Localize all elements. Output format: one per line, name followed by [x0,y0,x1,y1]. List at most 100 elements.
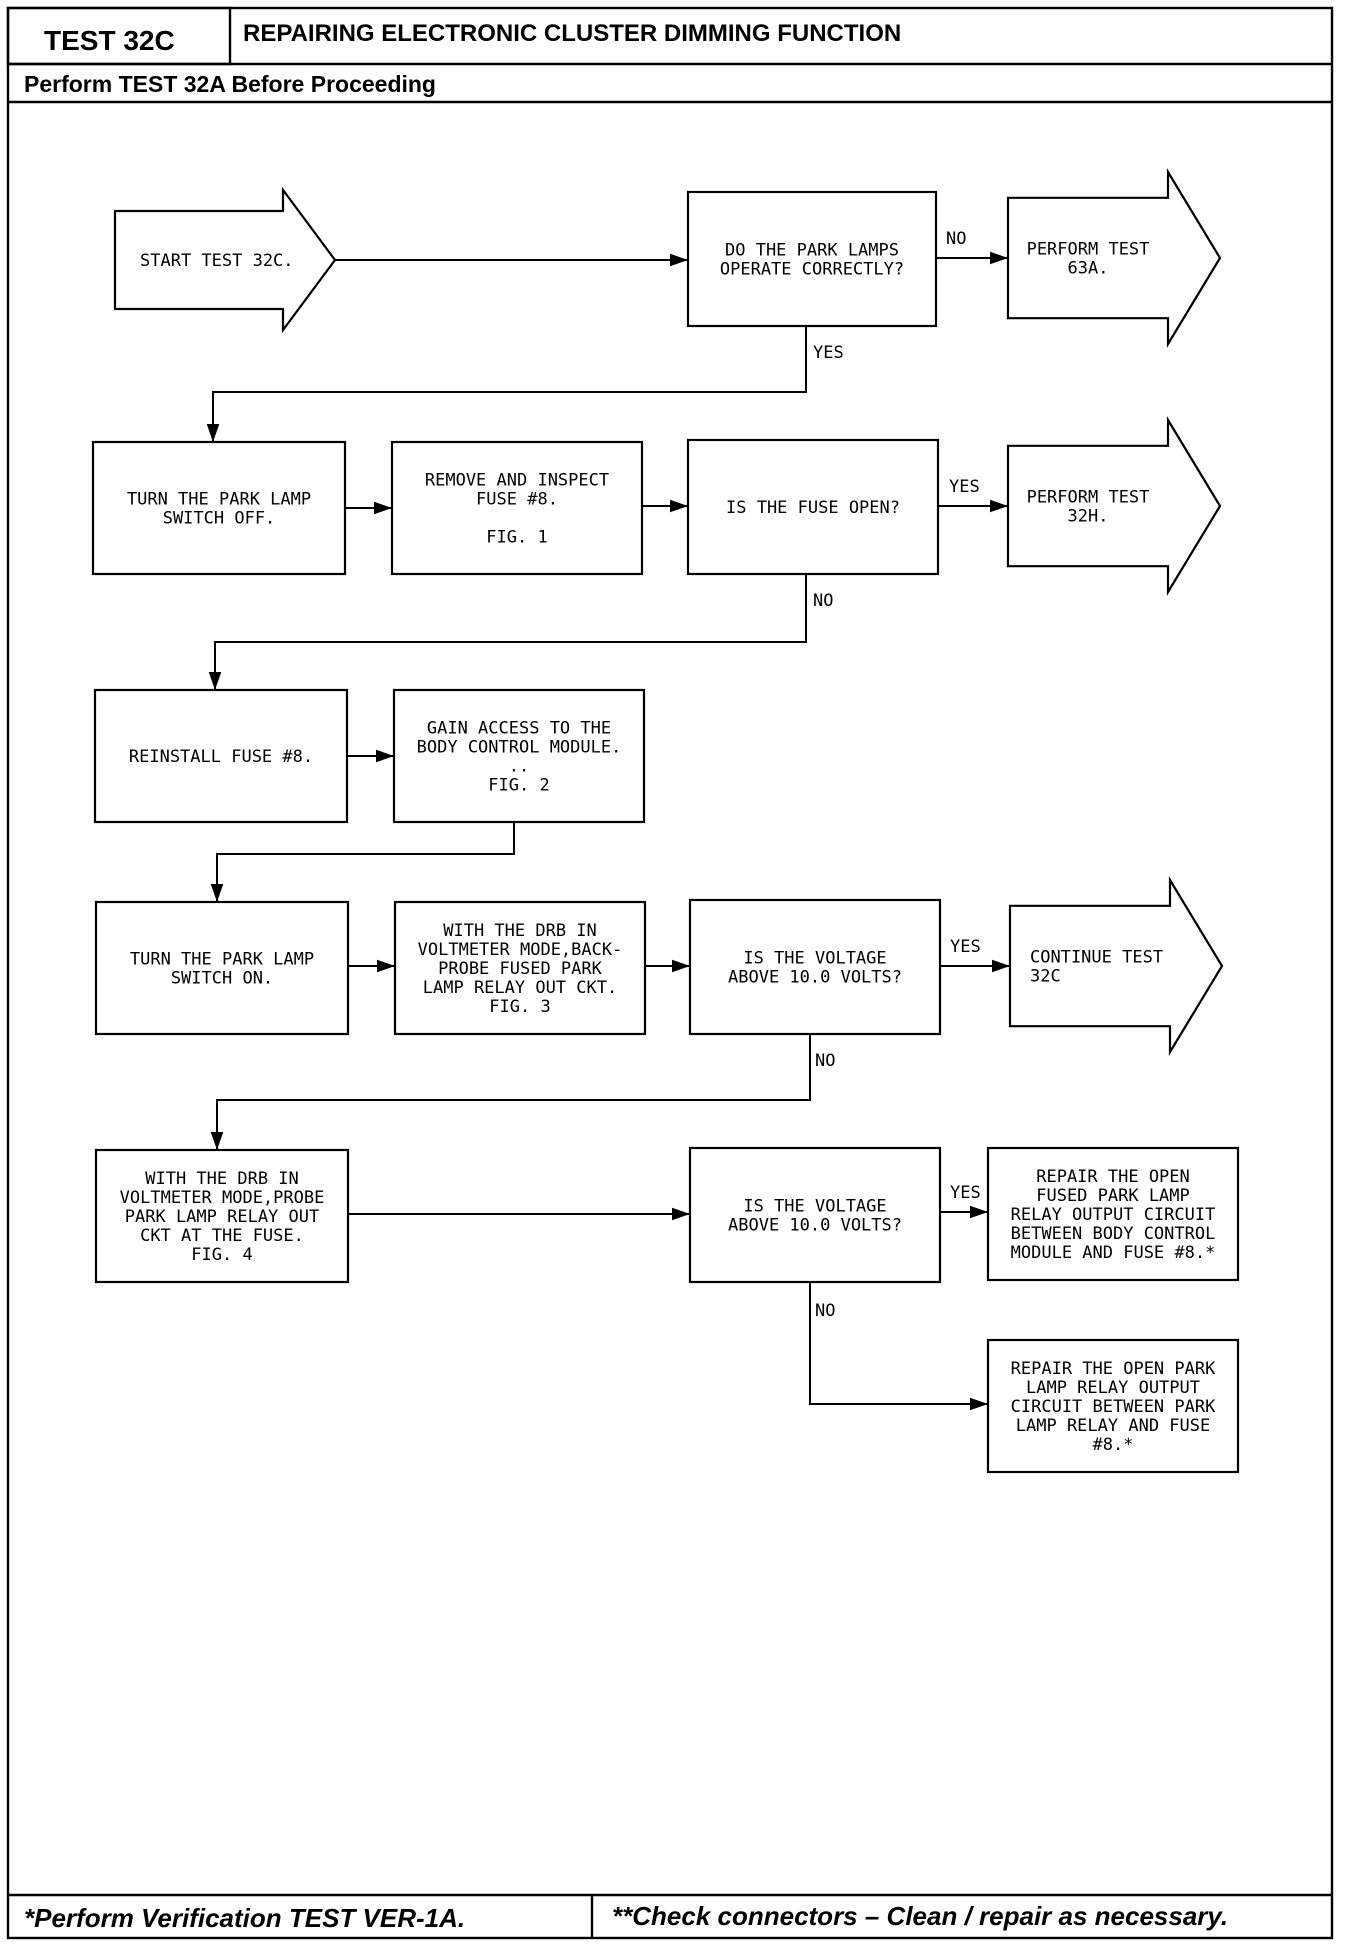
node-text-line: #8.* [1093,1435,1134,1455]
node-text-line: FIG. 2 [488,776,549,796]
node-text: START TEST 32C. [140,251,294,271]
node-text-line: FIG. 3 [489,997,550,1017]
connector-gain-access-to-turn-on [210,822,515,902]
node-start: START TEST 32C. [113,186,337,334]
box-shape [686,438,940,576]
connector-q-voltage-1-to-probe-fuse [210,1034,811,1150]
node-text-line: ABOVE 10.0 VOLTS? [728,1216,902,1236]
box-shape [393,900,647,1036]
node-text-line: LAMP RELAY AND FUSE [1016,1416,1210,1436]
node-text-line: PARK LAMP RELAY OUT [125,1207,319,1227]
node-text-line: 63A. [1068,259,1109,279]
node-text-line: PERFORM TEST [1027,240,1150,260]
node-text-line: 32H. [1068,507,1109,527]
node-text-line: REINSTALL FUSE #8. [129,747,313,767]
box-shape [686,190,938,328]
node-text-line: WITH THE DRB IN [145,1169,299,1189]
node-text-line: WITH THE DRB IN [443,921,597,941]
node-text-line: OPERATE CORRECTLY? [720,260,904,280]
node-text-line: SWITCH ON. [171,969,273,989]
node-text-line: CKT AT THE FUSE. [140,1226,304,1246]
branch-label-yes: YES [950,1183,981,1203]
arrow-shape [113,186,337,334]
node-text-line: REPAIR THE OPEN [1036,1167,1190,1187]
node-text: IS THE FUSE OPEN? [726,498,900,518]
branch-label-yes: YES [950,937,981,957]
node-text-line: MODULE AND FUSE #8.* [1011,1243,1216,1263]
arrow-shape [1006,168,1222,348]
node-text-line: LAMP RELAY OUTPUT [1026,1378,1200,1398]
node-text-line: TURN THE PARK LAMP [130,950,314,970]
node-text-line: BETWEEN BODY CONTROL [1011,1224,1216,1244]
node-text-line: IS THE VOLTAGE [743,1197,886,1217]
node-text-line: START TEST 32C. [140,251,294,271]
box-shape [94,900,350,1036]
node-text-line: FIG. 1 [486,528,547,548]
node-text-line: 32C [1030,967,1061,987]
node-text-line: IS THE FUSE OPEN? [726,498,900,518]
box-shape [392,688,646,824]
node-q-fuse-open: IS THE FUSE OPEN? [686,438,940,576]
node-text-line: CONTINUE TEST [1030,948,1163,968]
box-shape [986,1338,1240,1474]
footer-verification-note: *Perform Verification TEST VER-1A. [24,1903,465,1933]
node-text-line: VOLTMETER MODE,PROBE [120,1188,325,1208]
footer-connector-note: **Check connectors – Clean / repair as n… [612,1901,1228,1931]
node-text-line: DO THE PARK LAMPS [725,241,899,261]
prerequisite-note: Perform TEST 32A Before Proceeding [24,71,436,97]
node-text-line: ABOVE 10.0 VOLTS? [728,968,902,988]
branch-label-no: NO [815,1301,835,1321]
node-text-line: FUSE #8. [476,490,558,510]
node-text-line: FIG. 4 [191,1245,252,1265]
node-text-line: SWITCH OFF. [163,509,276,529]
box-shape [91,440,347,576]
connector-q-fuse-open-to-reinstall [208,574,807,690]
box-shape [390,440,644,576]
page-title: REPAIRING ELECTRONIC CLUSTER DIMMING FUN… [243,20,901,47]
node-text-line: TURN THE PARK LAMP [127,490,311,510]
node-text-line: PERFORM TEST [1027,488,1150,508]
node-text-line: RELAY OUTPUT CIRCUIT [1011,1205,1216,1225]
node-text-line: .. [509,757,529,777]
node-text-line: CIRCUIT BETWEEN PARK [1011,1397,1216,1417]
connector-q-voltage-2-to-repair-relay [809,1282,988,1411]
node-text-line: PROBE FUSED PARK [438,959,603,979]
branch-label-yes: YES [813,343,844,363]
node-text-line: FUSED PARK LAMP [1036,1186,1190,1206]
node-text-line: REMOVE AND INSPECT [425,471,609,491]
node-text-line: BODY CONTROL MODULE. [417,738,622,758]
node-text-line: IS THE VOLTAGE [743,949,886,969]
box-shape [688,1146,942,1284]
node-text-line: REPAIR THE OPEN PARK [1011,1359,1216,1379]
node-text-line: GAIN ACCESS TO THE [427,719,611,739]
branch-label-yes: YES [949,477,980,497]
arrow-shape [1008,876,1224,1056]
